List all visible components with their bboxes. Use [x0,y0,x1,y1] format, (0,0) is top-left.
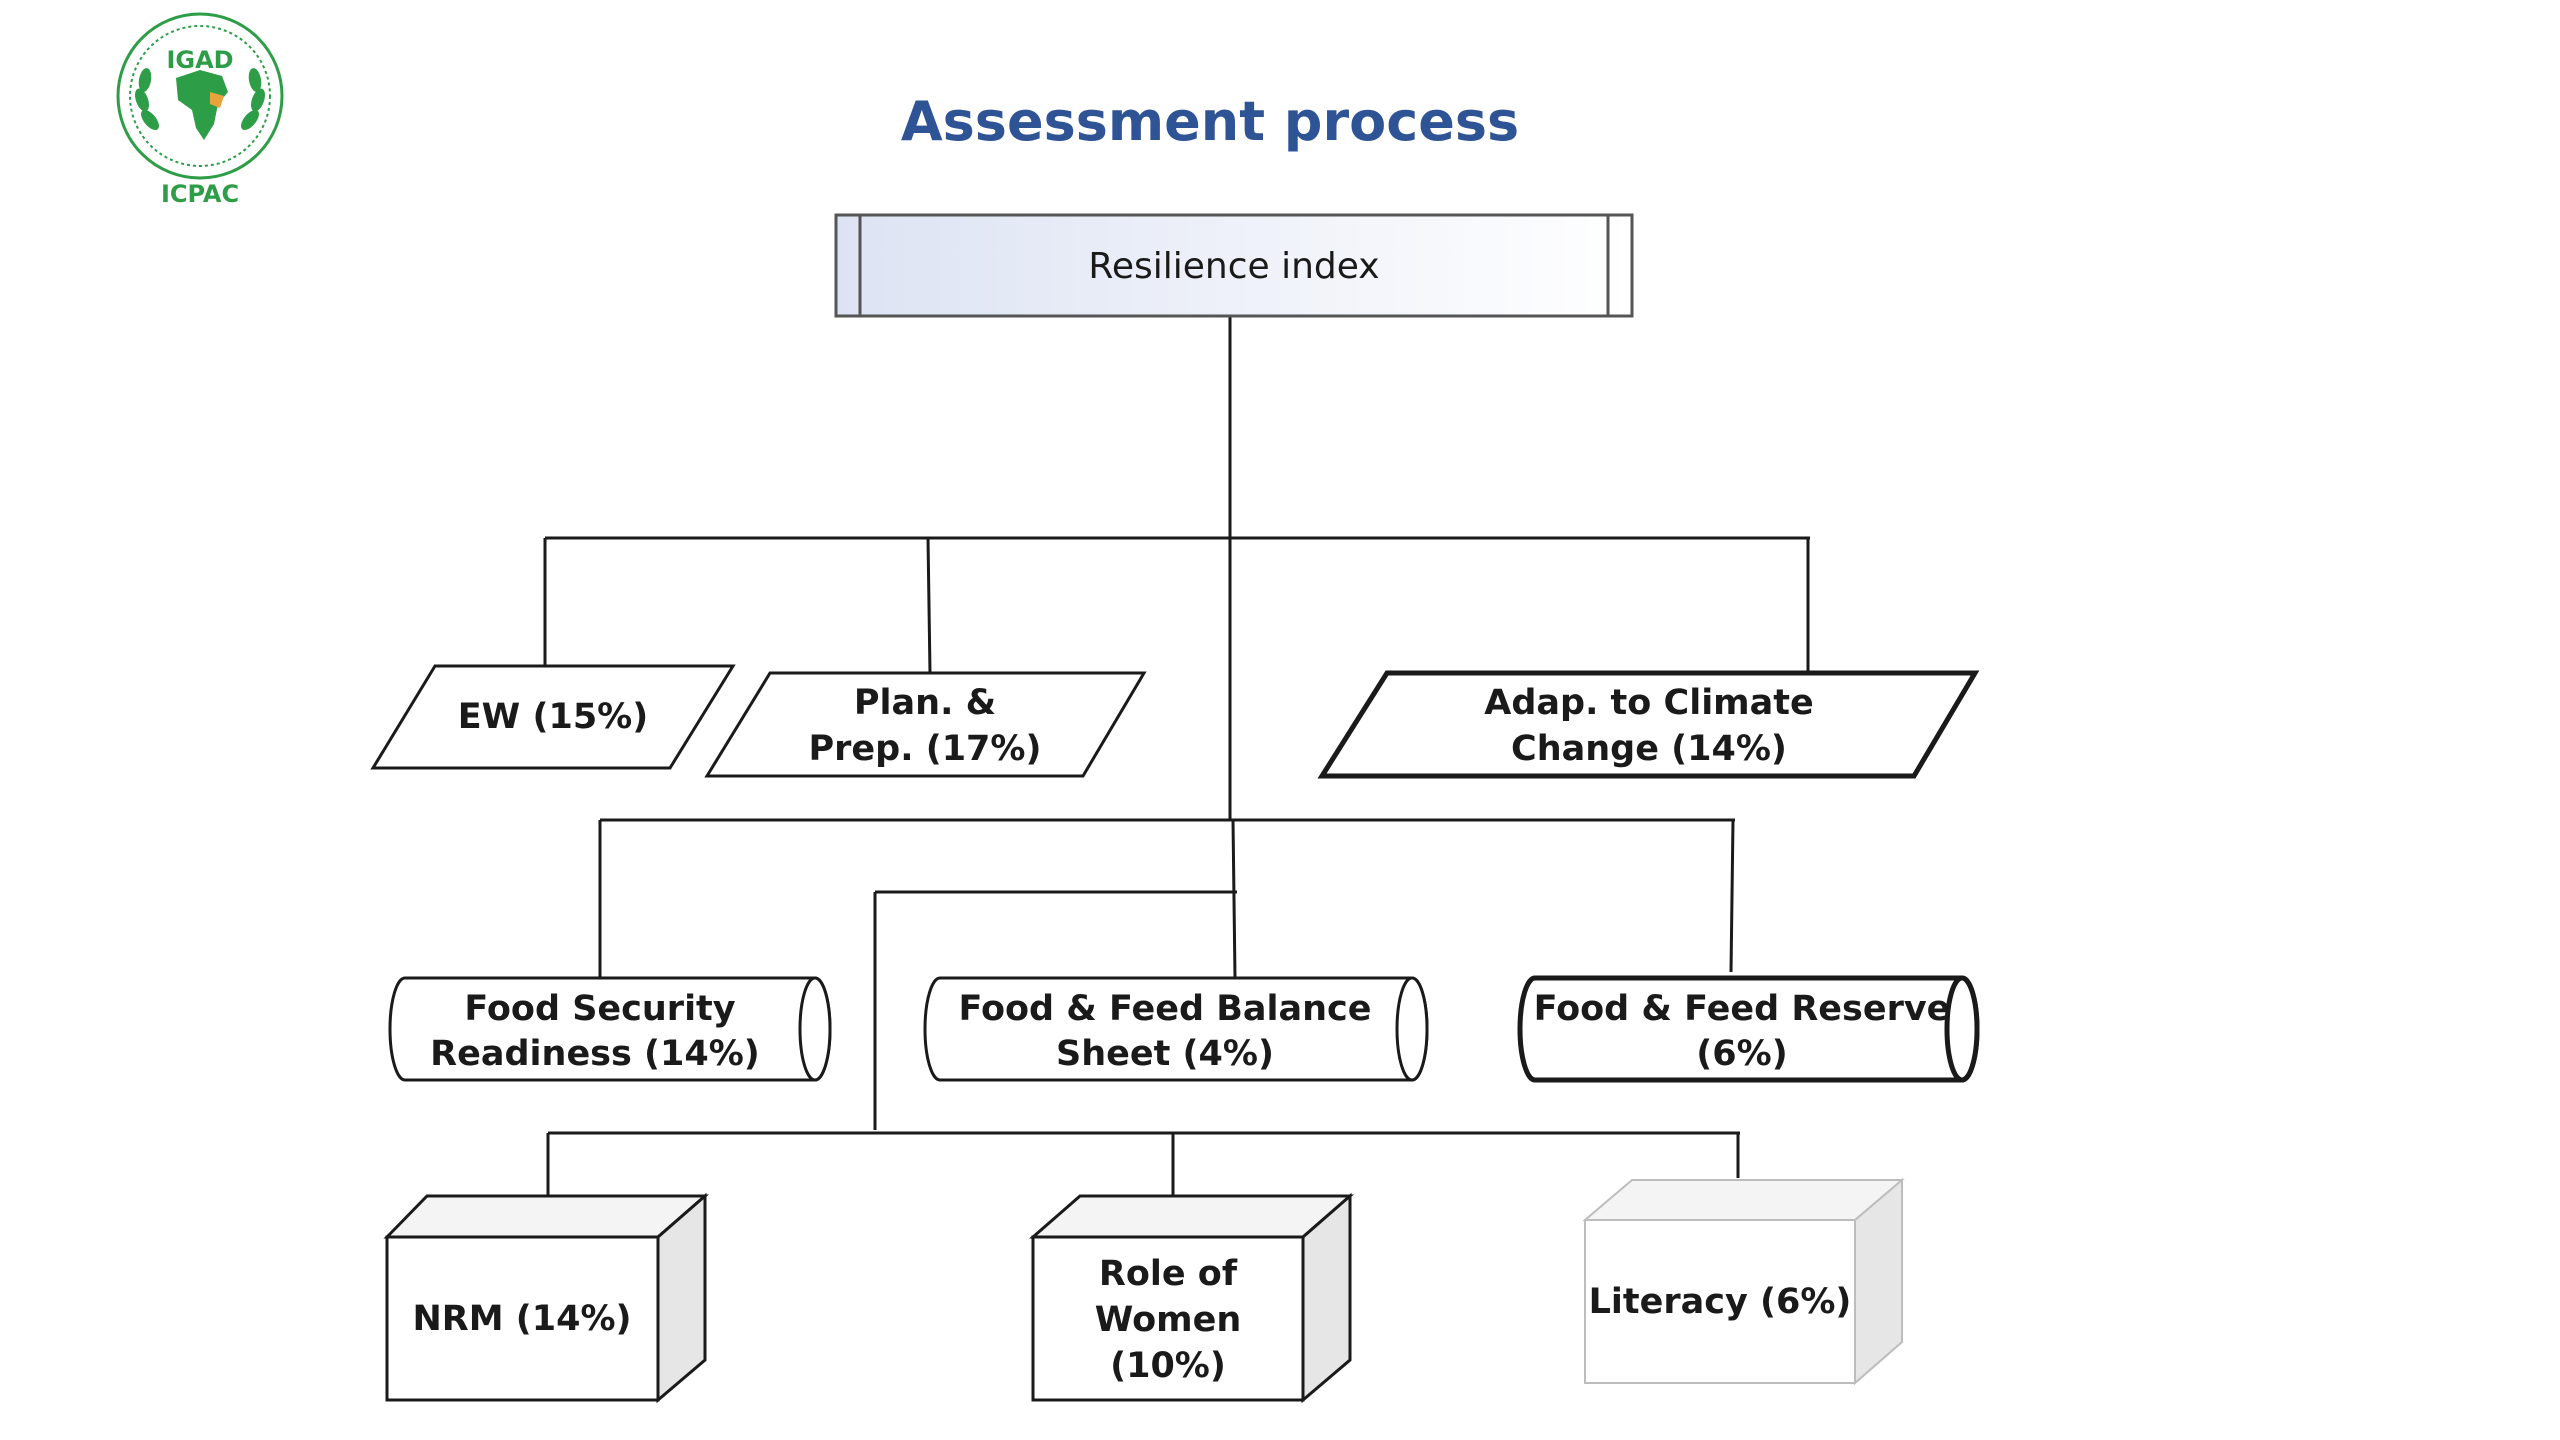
level1-node-plan-prep: Plan. & Prep. (17%) [704,671,1147,778]
level1-node-ew: EW (15%) [370,664,736,770]
level3-node-nrm: NRM (14%) [383,1192,710,1404]
level3-node-women: Role of Women (10%) [1028,1192,1355,1404]
level1-node-label-line1: Plan. & [854,683,996,723]
level2-node-label-line2: Readiness (14%) [430,1034,760,1074]
level2-node-label-line2: (6%) [1696,1034,1787,1074]
logo-top-text: IGAD [166,46,233,74]
page-title: Assessment process [901,90,1519,153]
connector-lines [543,316,1810,1196]
igad-icpac-emblem-icon [116,12,284,180]
level3-node-label-line1: Role of [1099,1254,1238,1294]
level3-node-label: Literacy (6%) [1589,1282,1852,1322]
level2-node-label-line1: Food & Feed Balance [958,989,1371,1029]
root-node: Resilience index [834,213,1634,318]
logo-bottom-text: ICPAC [161,180,239,208]
level3-node-label-line2: Women [1095,1300,1242,1340]
level1-node-label-line2: Change (14%) [1511,729,1787,769]
level1-node-climate: Adap. to Climate Change (14%) [1317,670,1980,779]
level2-node-label-line1: Food Security [464,989,735,1029]
level3-node-label-line3: (10%) [1110,1346,1226,1386]
level2-node-label-line2: Sheet (4%) [1056,1034,1274,1074]
level2-node-label-line1: Food & Feed Reserve [1534,989,1951,1029]
root-node-label: Resilience index [1088,246,1379,287]
level3-node-label: NRM (14%) [412,1299,631,1339]
level1-node-label-line2: Prep. (17%) [809,729,1042,769]
level2-node-food-security: Food Security Readiness (14%) [388,976,832,1082]
igad-icpac-logo: IGAD ICPAC [116,12,284,208]
level1-node-label: EW (15%) [458,697,648,737]
level2-node-balance-sheet: Food & Feed Balance Sheet (4%) [923,976,1429,1082]
level1-node-label-line1: Adap. to Climate [1484,683,1814,723]
level2-node-reserve: Food & Feed Reserve (6%) [1517,975,1980,1083]
level3-node-literacy: Literacy (6%) [1582,1177,1905,1386]
